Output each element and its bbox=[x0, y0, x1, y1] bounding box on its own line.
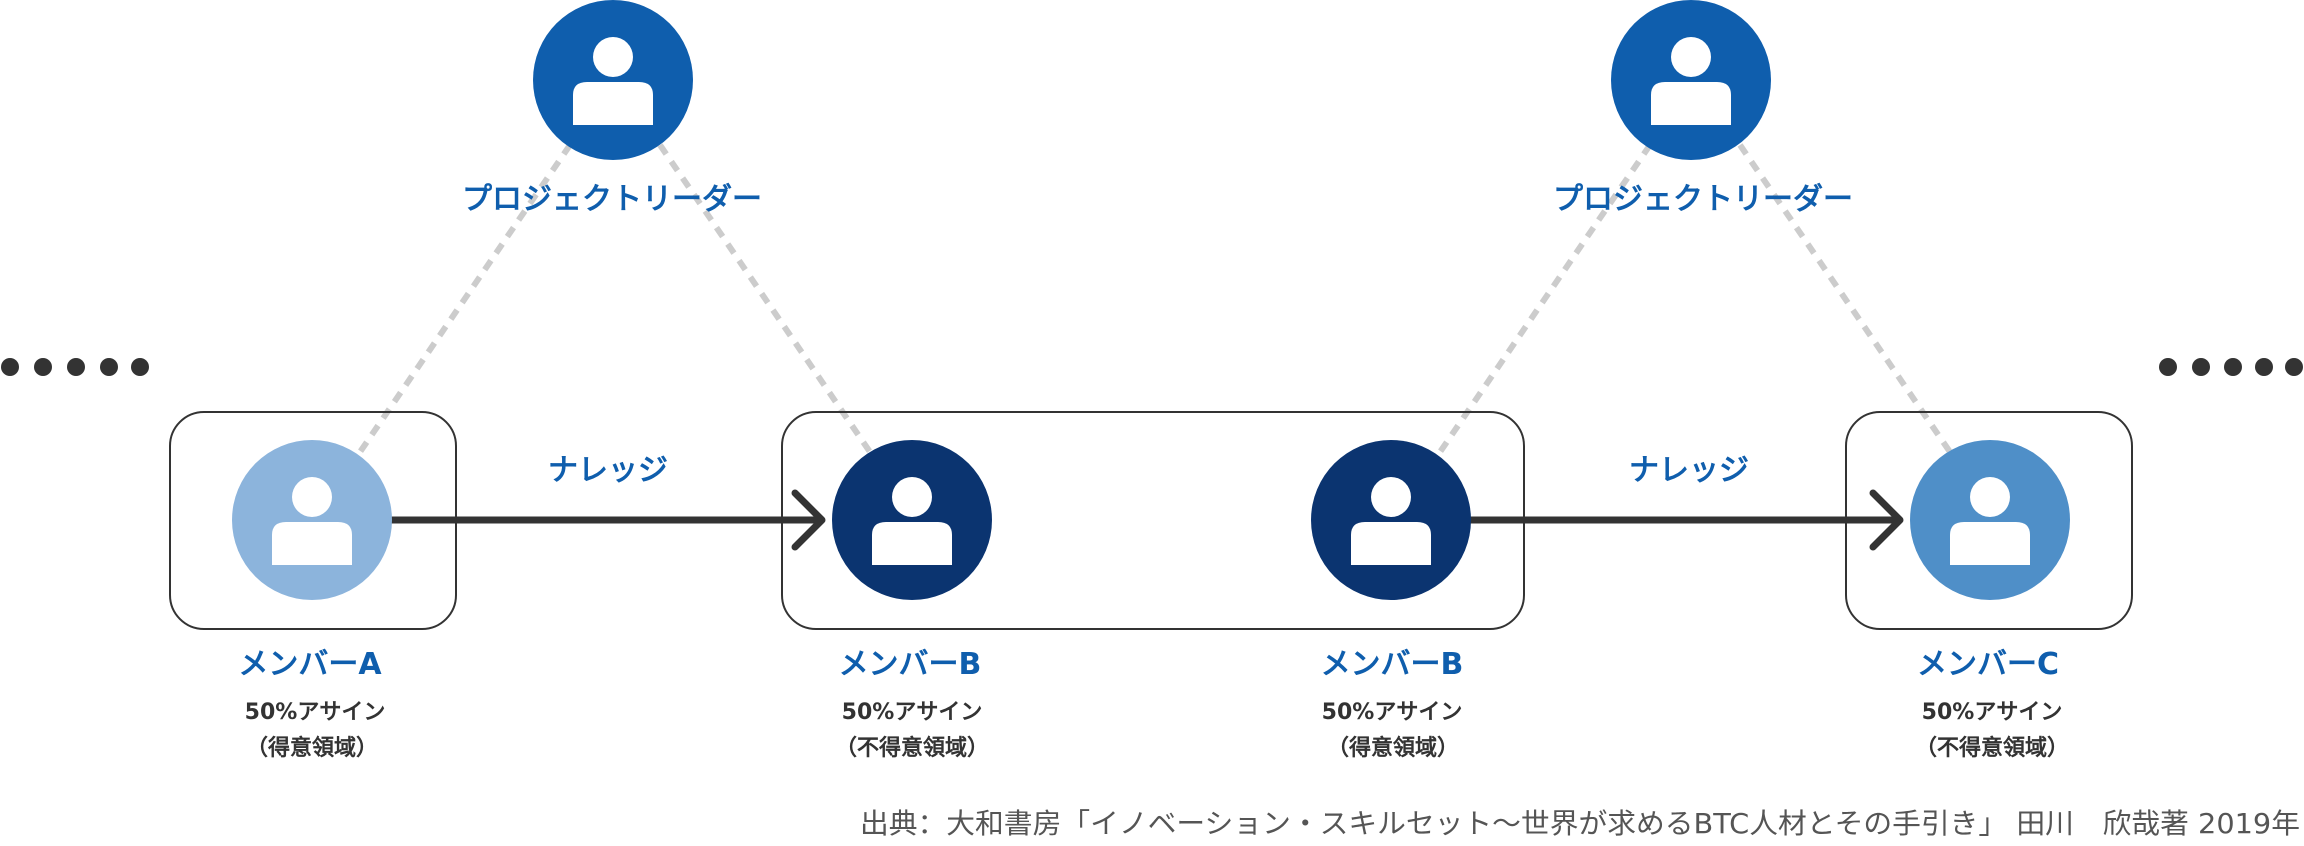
knowledge-arrow-1-head bbox=[791, 489, 826, 551]
member-c-domain: （不得意領域） bbox=[1915, 735, 2069, 761]
source-citation: 出典：大和書房「イノベーション・スキルセット〜世界が求めるBTC人材とその手引き… bbox=[860, 807, 2300, 840]
member-node-c bbox=[1910, 440, 2070, 600]
member-a-name: メンバーA bbox=[238, 647, 382, 682]
leader-label-1: プロジェクトリーダー bbox=[462, 182, 762, 217]
leader-node-2 bbox=[1611, 0, 1771, 160]
member-b1-assign: 50%アサイン bbox=[842, 700, 983, 725]
member-node-a bbox=[232, 440, 392, 600]
leader1-to-member-b-line bbox=[657, 143, 873, 454]
knowledge-label-1: ナレッジ bbox=[548, 453, 668, 488]
member-a-assign: 50%アサイン bbox=[245, 700, 386, 725]
knowledge-arrows bbox=[388, 489, 1904, 551]
member-b2-name: メンバーB bbox=[1321, 647, 1464, 682]
member-b2-domain: （得意領域） bbox=[1327, 735, 1459, 761]
leader2-to-member-b-line bbox=[1437, 143, 1653, 454]
member-c-name: メンバーC bbox=[1917, 647, 2059, 682]
leader2-to-member-c-line bbox=[1737, 143, 1953, 454]
member-b1-name: メンバーB bbox=[839, 647, 982, 682]
supervision-lines bbox=[357, 143, 1953, 454]
knowledge-label-2: ナレッジ bbox=[1629, 453, 1749, 488]
member-a-domain: （得意領域） bbox=[246, 735, 378, 761]
member-b2-assign: 50%アサイン bbox=[1322, 700, 1463, 725]
leader-label-2: プロジェクトリーダー bbox=[1553, 182, 1853, 217]
ellipsis-left bbox=[1, 358, 149, 376]
member-c-assign: 50%アサイン bbox=[1922, 700, 2063, 725]
ellipsis-right bbox=[2159, 358, 2303, 376]
knowledge-arrow-2-head bbox=[1869, 489, 1904, 551]
member-node-b1 bbox=[832, 440, 992, 600]
member-b1-domain: （不得意領域） bbox=[835, 735, 989, 761]
leader1-to-member-a-line bbox=[357, 143, 573, 454]
member-node-b2 bbox=[1311, 440, 1471, 600]
leader-node-1 bbox=[533, 0, 693, 160]
